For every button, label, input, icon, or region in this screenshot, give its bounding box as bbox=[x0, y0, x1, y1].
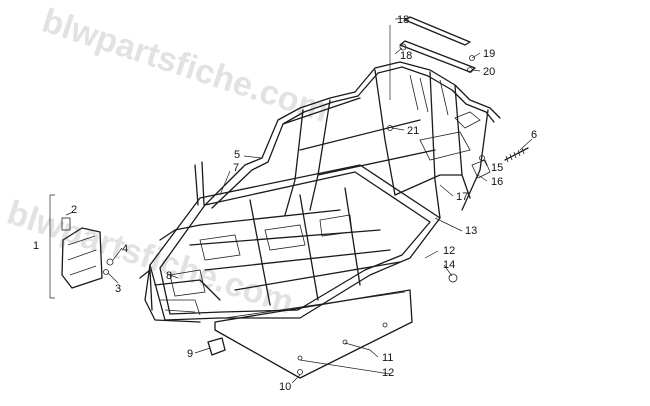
side-panel-assembly bbox=[49, 194, 114, 299]
part-15-bolt bbox=[479, 155, 485, 161]
callout-12-upper: 12 bbox=[443, 245, 455, 257]
part-16-clip bbox=[471, 159, 491, 179]
callout-18-top: 18 bbox=[397, 14, 409, 26]
leader-lines bbox=[65, 17, 533, 384]
callout-21: 21 bbox=[407, 125, 419, 137]
callout-14: 14 bbox=[443, 259, 455, 271]
callout-17: 17 bbox=[456, 191, 468, 203]
callout-11: 11 bbox=[382, 352, 393, 364]
callout-8: 8 bbox=[166, 270, 172, 282]
part-14-cap bbox=[448, 273, 458, 283]
callout-20: 20 bbox=[483, 66, 495, 78]
callout-7: 7 bbox=[233, 162, 239, 174]
callout-labels: 1 2 3 4 5 6 7 8 9 10 11 12 12 13 14 15 1… bbox=[33, 14, 537, 393]
callout-4: 4 bbox=[122, 243, 128, 255]
callout-2: 2 bbox=[71, 204, 77, 216]
upper-rail-parts bbox=[389, 16, 476, 100]
part-9-bracket bbox=[207, 337, 226, 356]
callout-1: 1 bbox=[33, 240, 39, 252]
part-10-bolt bbox=[297, 369, 303, 375]
callout-3: 3 bbox=[115, 283, 121, 295]
chassis-frame bbox=[139, 61, 501, 323]
callout-18-mid: 18 bbox=[400, 50, 412, 62]
watermark-upper: blwpartsfiche.com bbox=[38, 1, 334, 129]
callout-16: 16 bbox=[491, 176, 503, 188]
skid-plate bbox=[214, 289, 413, 379]
callout-6: 6 bbox=[531, 129, 537, 141]
callout-15: 15 bbox=[491, 162, 503, 174]
callout-12-lower: 12 bbox=[382, 367, 394, 379]
callout-19: 19 bbox=[483, 48, 495, 60]
callout-5: 5 bbox=[234, 149, 240, 161]
callout-10: 10 bbox=[279, 381, 291, 393]
callout-9: 9 bbox=[187, 348, 193, 360]
callout-13: 13 bbox=[465, 225, 477, 237]
watermark-lower: blwpartsfiche.com bbox=[3, 193, 299, 321]
part-6-rod bbox=[504, 147, 529, 163]
